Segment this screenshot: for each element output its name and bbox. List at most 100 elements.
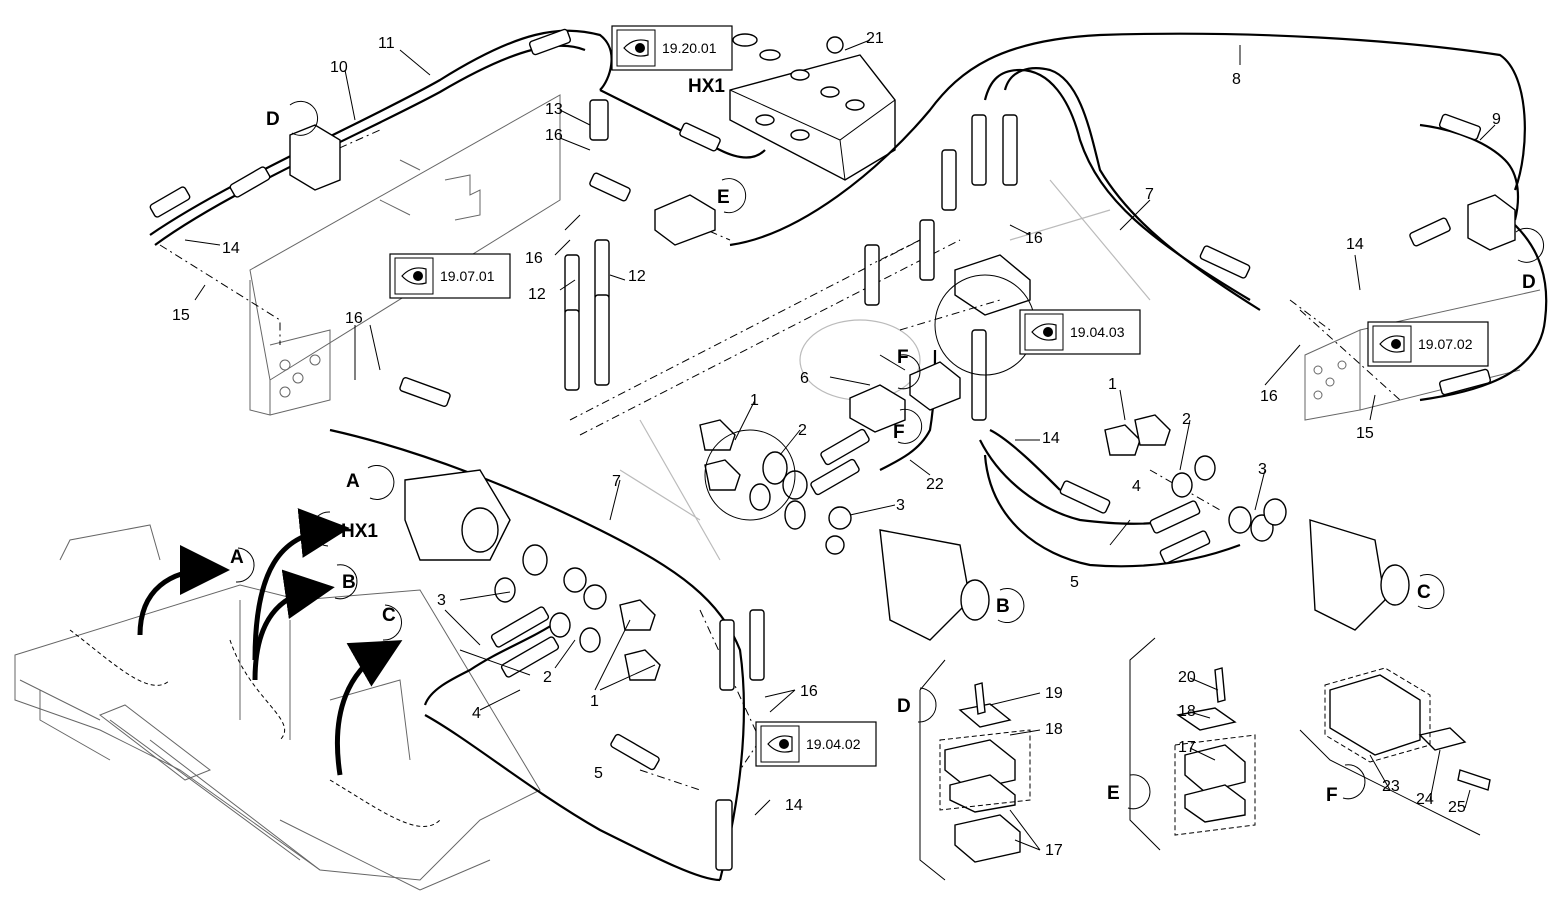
callout-18: 18	[1178, 703, 1196, 720]
seals-and-bolts	[494, 414, 1287, 681]
hose-4-left	[329, 428, 746, 881]
reference-label: 19.07.01	[440, 268, 495, 284]
callout-16: 16	[545, 127, 563, 144]
callout-14: 14	[1346, 236, 1364, 253]
callout-3: 3	[437, 592, 446, 609]
detail-letter-d-right: D	[1522, 272, 1536, 293]
hose-10	[154, 44, 586, 246]
hx1-valve-block	[729, 33, 896, 181]
callout-2: 2	[543, 669, 552, 686]
reference-label: 19.04.03	[1070, 324, 1125, 340]
reference-label: 19.07.02	[1418, 336, 1473, 352]
callout-15: 15	[172, 307, 190, 324]
valve-assemblies	[404, 254, 1410, 641]
machine-frame-right	[1304, 289, 1541, 421]
callout-24: 24	[1416, 791, 1434, 808]
detail-letter-f-bottom: F	[893, 422, 905, 443]
callout-12: 12	[528, 286, 546, 303]
callout-7: 7	[1145, 186, 1154, 203]
callout-1: 1	[1108, 376, 1117, 393]
reference-box-19-04-02[interactable]: 19.04.02	[755, 721, 877, 767]
callout-14: 14	[222, 240, 240, 257]
callout-18: 18	[1045, 721, 1063, 738]
overview-letter-b: B	[342, 572, 356, 593]
callout-numbers: 11 10 13 16 21 8 9 14 15 16 12 12 16 7 1…	[172, 30, 1501, 859]
callout-16: 16	[525, 250, 543, 267]
reference-box-19-07-01[interactable]: 19.07.01	[389, 253, 511, 299]
detail-letter-f-top: F	[897, 347, 909, 368]
fittings	[149, 28, 1491, 871]
callout-3: 3	[1258, 461, 1267, 478]
callout-17: 17	[1045, 842, 1063, 859]
callout-11: 11	[378, 35, 395, 52]
callout-10: 10	[330, 59, 348, 76]
reference-box-19-20-01[interactable]: 19.20.01	[611, 25, 733, 71]
callout-4: 4	[472, 705, 481, 722]
reference-label: 19.20.01	[662, 40, 717, 56]
panel-letter-d: D	[897, 696, 911, 717]
hose-5-left	[424, 714, 721, 882]
callout-2: 2	[1182, 411, 1191, 428]
eye-icon	[767, 735, 793, 753]
callout-5: 5	[1070, 574, 1079, 591]
eye-icon	[1031, 323, 1057, 341]
callout-13: 13	[545, 101, 563, 118]
callout-3: 3	[896, 497, 905, 514]
leader-lines	[184, 39, 1496, 851]
machine-frame-left	[249, 94, 561, 416]
callout-8: 8	[1232, 71, 1241, 88]
callout-4: 4	[1132, 478, 1141, 495]
callout-16: 16	[345, 310, 363, 327]
detail-letter-a: A	[346, 471, 360, 492]
clamp-brackets	[289, 124, 1516, 433]
hx1-label: HX1	[688, 76, 725, 97]
callout-1: 1	[590, 693, 599, 710]
paver-machine-overview	[14, 524, 541, 891]
overview-letter-a: A	[230, 547, 244, 568]
detail-letter-b: B	[996, 596, 1010, 617]
callout-23: 23	[1382, 778, 1400, 795]
hose-4-right	[979, 439, 1181, 525]
reference-box-19-07-02[interactable]: 19.07.02	[1367, 321, 1489, 367]
detail-letters: D E D A B C A B C D E F F F HX1 HX1	[230, 76, 1536, 806]
callout-9: 9	[1492, 111, 1501, 128]
callout-20: 20	[1178, 669, 1196, 686]
overview-hx1-label: HX1	[341, 521, 378, 542]
callout-15: 15	[1356, 425, 1374, 442]
callout-16: 16	[1260, 388, 1278, 405]
panel-letter-f: F	[1326, 785, 1338, 806]
callout-21: 21	[866, 30, 884, 47]
callout-16: 16	[1025, 230, 1043, 247]
callout-7: 7	[612, 473, 621, 490]
eye-icon	[401, 267, 427, 285]
overview-arrows	[137, 508, 403, 776]
reference-box-19-04-03[interactable]: 19.04.03	[1019, 309, 1141, 355]
eye-icon	[1379, 335, 1405, 353]
reference-label: 19.04.02	[806, 736, 861, 752]
callout-12: 12	[628, 268, 646, 285]
callout-2: 2	[798, 422, 807, 439]
callout-22: 22	[926, 476, 944, 493]
callout-14: 14	[785, 797, 803, 814]
detail-letter-d: D	[266, 109, 280, 130]
callout-6: 6	[800, 370, 809, 387]
hose-5-right	[983, 454, 1241, 568]
detail-letter-c: C	[1417, 582, 1431, 603]
callout-25: 25	[1448, 799, 1466, 816]
hose-8	[729, 32, 1526, 247]
callout-1: 1	[750, 392, 759, 409]
detail-panels	[919, 637, 1491, 881]
callout-14: 14	[1042, 430, 1060, 447]
overview-letter-c: C	[382, 605, 396, 626]
callout-19: 19	[1045, 685, 1063, 702]
detail-magnifier	[869, 239, 1036, 376]
eye-icon	[623, 39, 649, 57]
detail-circle-icons	[235, 100, 1545, 810]
callout-5: 5	[594, 765, 603, 782]
callout-16: 16	[800, 683, 818, 700]
callout-17: 17	[1178, 739, 1196, 756]
panel-letter-e: E	[1107, 783, 1120, 804]
detail-letter-e: E	[717, 187, 730, 208]
watermark	[619, 179, 1151, 561]
